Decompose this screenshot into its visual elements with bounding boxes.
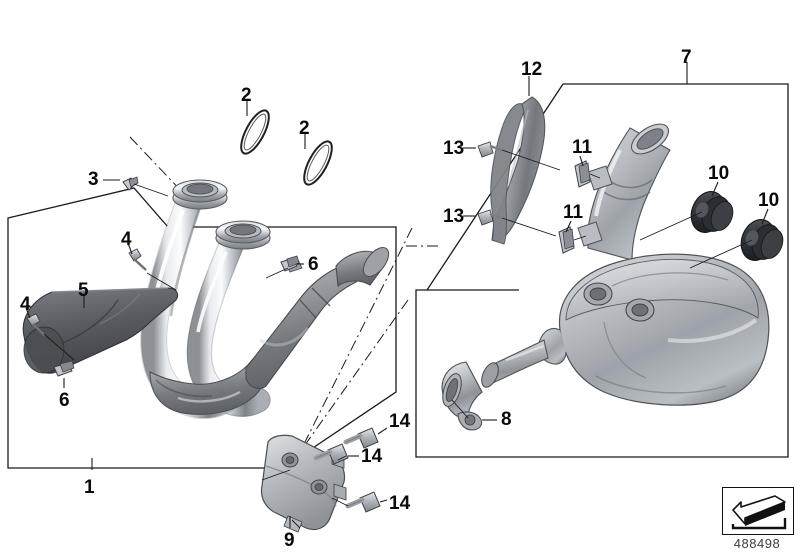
rubber-mount-grommet-lower (740, 219, 784, 261)
callout-7: 7 (681, 47, 692, 68)
callout-14c: 14 (389, 493, 411, 514)
bracket-bolt-bottom (345, 491, 381, 513)
heat-shield-screw-upper (128, 248, 147, 271)
callout-13a: 13 (443, 138, 465, 159)
silencer-inlet-pipe (577, 123, 671, 261)
callout-1: 1 (84, 477, 95, 498)
callout-14b: 14 (361, 446, 383, 467)
pipe-clamp-sleeve (441, 361, 483, 431)
clip-nut-upper (574, 160, 591, 188)
exhaust-flow-arrow-icon (731, 495, 787, 530)
callout-2b: 2 (299, 118, 310, 139)
exhaust-gasket-ring-upper (240, 109, 270, 155)
callout-9: 9 (284, 530, 295, 551)
exhaust-gasket-ring-lower (303, 140, 333, 186)
callout-3: 3 (88, 169, 99, 190)
callout-14a: 14 (389, 411, 411, 432)
group-frame-manifold (7, 187, 397, 469)
catalytic-converter (245, 247, 390, 389)
callout-6b: 6 (59, 390, 70, 411)
bracket-bolt-top (343, 427, 379, 449)
silencer-tail-pipe (481, 339, 549, 388)
part-pointer-lines (43, 149, 753, 529)
callout-4a: 4 (121, 229, 132, 250)
rubber-mount-grommet-upper (690, 191, 734, 233)
silencer-shield-screw-upper (477, 141, 503, 158)
callout-11a: 11 (572, 137, 593, 158)
clamp-nut-heat-shield (53, 360, 75, 377)
manifold-retaining-clip (122, 176, 139, 191)
clamp-nut-catalytic (280, 255, 300, 272)
callout-4b: 4 (20, 294, 31, 315)
silencer-shield-screw-lower (477, 209, 503, 226)
callout-13b: 13 (443, 206, 465, 227)
rear-silencer-muffler (538, 253, 770, 406)
callout-10b: 10 (758, 190, 780, 211)
callout-11b: 11 (563, 202, 584, 223)
part-number-label: 488498 (733, 536, 781, 551)
silencer-heat-shield (490, 96, 546, 245)
callout-12: 12 (521, 59, 543, 80)
callout-10a: 10 (708, 163, 730, 184)
clip-nut-lower (558, 226, 575, 254)
heat-shield-screw-lower (26, 313, 46, 337)
callout-2a: 2 (241, 85, 252, 106)
leader-lines (25, 62, 769, 528)
exhaust-flow-arrow-box (722, 487, 794, 535)
manifold-heat-shield (22, 287, 179, 374)
callout-6a: 6 (308, 254, 319, 275)
bracket-bolt-middle (313, 443, 349, 465)
callout-8: 8 (501, 409, 512, 430)
callout-5: 5 (78, 280, 89, 301)
silencer-mounting-bracket (260, 434, 347, 533)
